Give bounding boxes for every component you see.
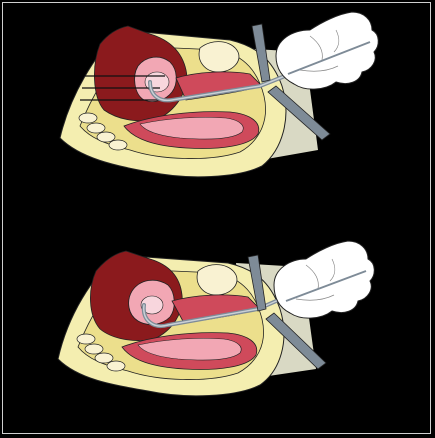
bladder [199, 42, 239, 72]
top-panel [0, 0, 435, 219]
bladder [197, 265, 237, 295]
gloved-hand [274, 241, 374, 318]
bottom-panel [0, 219, 435, 438]
gloved-hand [276, 12, 378, 89]
top-illustration [0, 0, 435, 219]
bottom-illustration [0, 219, 435, 438]
